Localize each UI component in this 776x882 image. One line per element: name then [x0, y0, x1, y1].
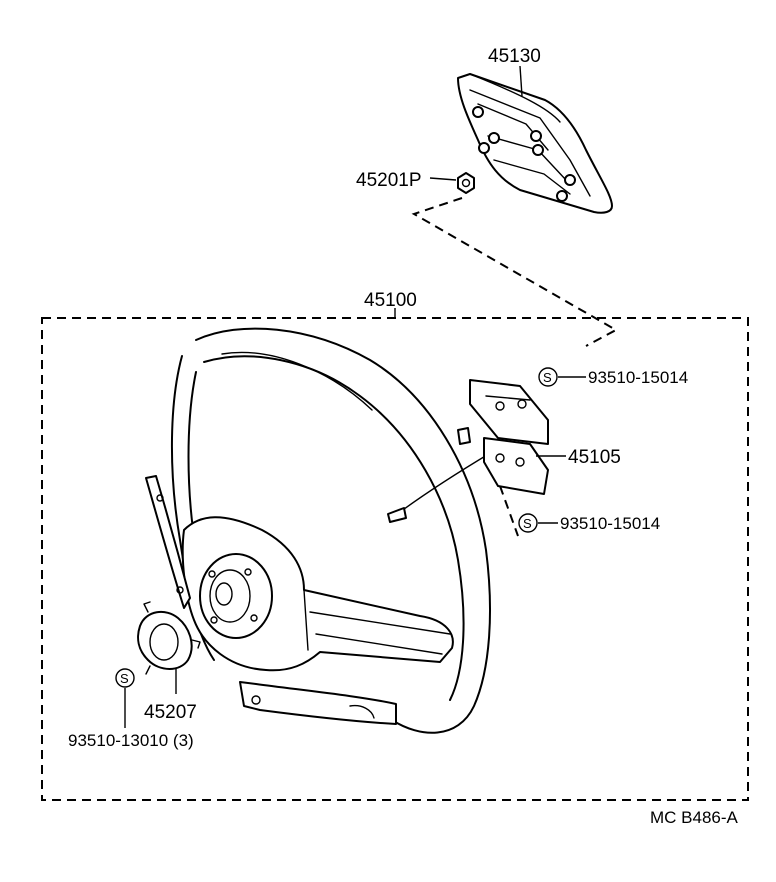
- standard-part-mark-icon: S: [115, 668, 135, 688]
- svg-text:S: S: [120, 671, 129, 686]
- part-label-screw-upper: 93510-15014: [588, 368, 688, 387]
- part-label-screw-lower: 93510-15014: [560, 514, 660, 533]
- steering-wheel-illustration: [145, 327, 493, 734]
- leader-45201p: [429, 177, 457, 181]
- nut-icon: [457, 172, 475, 194]
- part-label-screw-retainer: 93510-13010 (3): [68, 731, 194, 750]
- part-label-45130: 45130: [488, 46, 541, 67]
- screw-lower-dashed-line: [499, 485, 519, 537]
- retainer-ring-illustration: [137, 601, 201, 675]
- part-label-45201p: 45201P: [356, 170, 422, 191]
- assembly-boundary: [41, 317, 749, 801]
- svg-text:S: S: [523, 516, 532, 531]
- horn-pad-illustration: [457, 73, 613, 214]
- diagram-reference-code: MC B486-A: [650, 808, 739, 827]
- standard-part-mark-icon: S: [518, 513, 538, 533]
- part-label-45105: 45105: [568, 447, 621, 468]
- svg-text:S: S: [543, 370, 552, 385]
- leader-45130: [519, 65, 523, 97]
- standard-part-mark-icon: S: [538, 367, 558, 387]
- install-path-dashed: [411, 197, 619, 347]
- part-label-45207: 45207: [144, 702, 197, 723]
- part-label-45100: 45100: [364, 290, 417, 311]
- horn-contact-illustration: [457, 379, 549, 495]
